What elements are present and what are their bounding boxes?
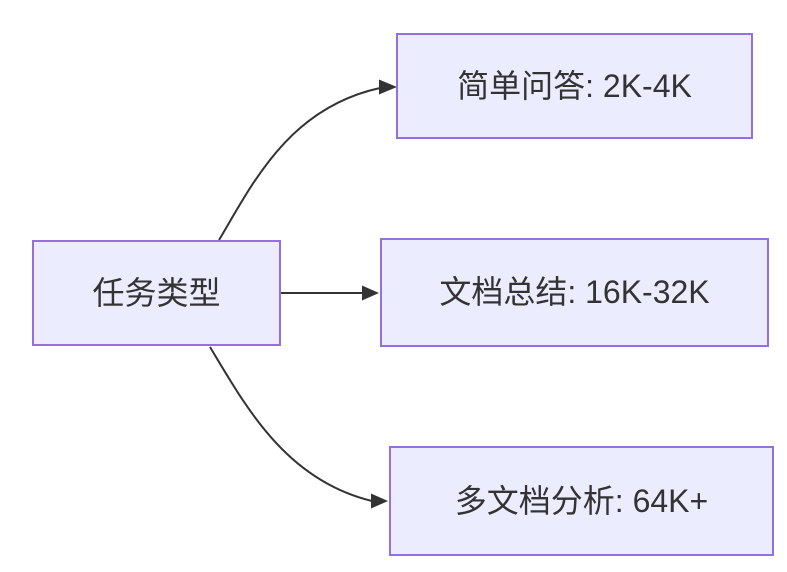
node-simple-qa: 简单问答: 2K-4K (396, 33, 753, 139)
edge-root-to-top (218, 87, 381, 241)
node-doc-summary-label: 文档总结: 16K-32K (439, 274, 710, 311)
node-task-type-label: 任务类型 (92, 274, 221, 311)
node-simple-qa-label: 简单问答: 2K-4K (457, 67, 692, 104)
node-multi-doc-analysis: 多文档分析: 64K+ (389, 446, 774, 556)
node-doc-summary: 文档总结: 16K-32K (380, 238, 769, 347)
node-multi-doc-analysis-label: 多文档分析: 64K+ (454, 482, 709, 519)
node-task-type: 任务类型 (32, 240, 281, 346)
arrowhead-middle-icon (362, 285, 379, 301)
arrowhead-top-icon (379, 79, 397, 95)
arrowhead-bottom-icon (371, 493, 388, 509)
edge-root-to-bottom (209, 346, 373, 502)
